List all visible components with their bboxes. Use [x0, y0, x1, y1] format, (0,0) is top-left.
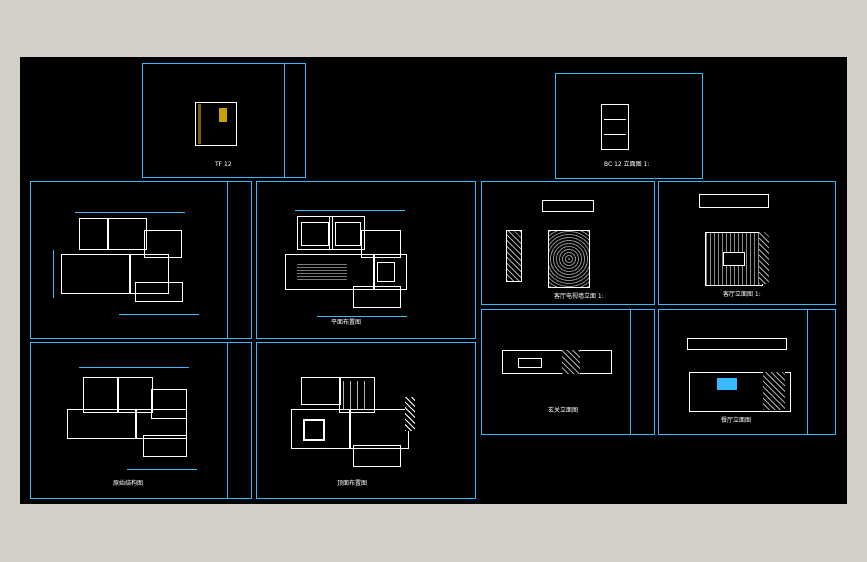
- sheet-caption: TF 12: [215, 161, 232, 168]
- sheet-plan-1[interactable]: [30, 181, 252, 339]
- sheet-caption: 平面布置图: [331, 319, 362, 326]
- sheet-elevation-4[interactable]: 餐厅立面图: [658, 309, 836, 435]
- sheet-elevation-2[interactable]: 客厅立面图 1:: [658, 181, 836, 305]
- sheet-small-elevation-left[interactable]: TF 12: [142, 63, 306, 178]
- sheet-small-elevation-right[interactable]: BC 12 立面图 1:: [555, 73, 703, 179]
- sheet-caption: 顶面布置图: [337, 480, 368, 487]
- sheet-caption: BC 12 立面图 1:: [604, 161, 650, 168]
- sheet-plan-4[interactable]: 顶面布置图: [256, 342, 476, 499]
- sheet-plan-2[interactable]: 平面布置图: [256, 181, 476, 339]
- drawing-canvas[interactable]: TF 12 BC 12 立面图 1: 平面布置图: [20, 57, 847, 504]
- sheet-caption: 客厅电视墙立面 1:: [554, 293, 604, 300]
- sheet-elevation-3[interactable]: 玄关立面图: [481, 309, 655, 435]
- sheet-caption: 客厅立面图 1:: [723, 291, 761, 298]
- sheet-caption: 餐厅立面图: [721, 417, 752, 424]
- sheet-plan-3[interactable]: 原始结构图: [30, 342, 252, 499]
- sheet-elevation-1[interactable]: 客厅电视墙立面 1:: [481, 181, 655, 305]
- sheet-caption: 原始结构图: [113, 480, 144, 487]
- sheet-caption: 玄关立面图: [548, 407, 579, 414]
